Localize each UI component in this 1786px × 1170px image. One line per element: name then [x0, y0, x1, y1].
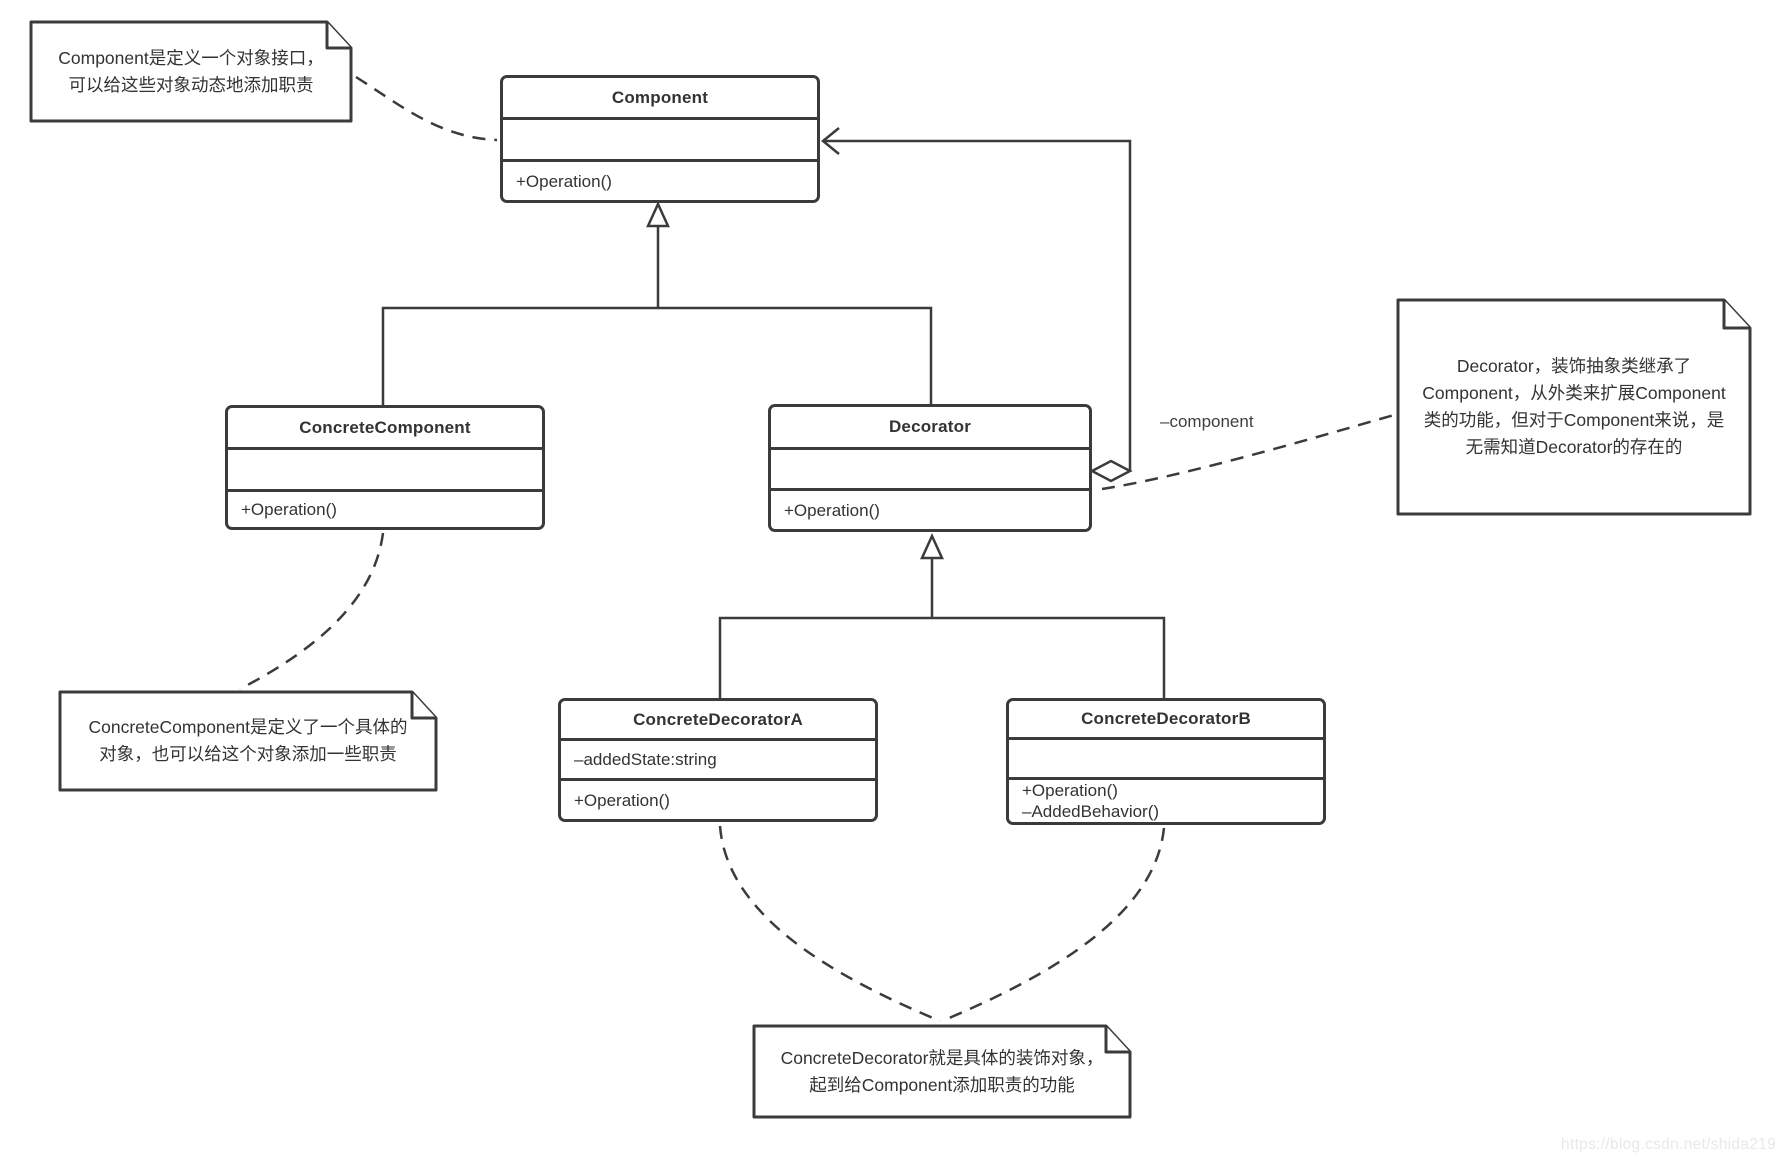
note-decorator[interactable]: Decorator，装饰抽象类继承了 Component，从外类来扩展Compo…	[1396, 298, 1752, 516]
class-concrete-decorator-b[interactable]: ConcreteDecoratorB +Operation() –AddedBe…	[1006, 698, 1326, 825]
generalization-to-decorator-connector[interactable]	[718, 532, 1166, 698]
association-decorator-component[interactable]	[821, 127, 1133, 483]
class-component-methods: +Operation()	[503, 159, 817, 200]
watermark-url: https://blog.csdn.net/shida219	[1561, 1136, 1776, 1153]
note-outline-icon	[752, 1024, 1132, 1119]
note-outline-icon	[1396, 298, 1752, 516]
note-line: 类的功能，但对于Component来说，是	[1423, 410, 1725, 430]
class-decorator-methods: +Operation()	[771, 488, 1089, 529]
class-concrete-decorator-b-attributes	[1009, 737, 1323, 777]
note-text: ConcreteDecorator就是具体的装饰对象， 起到给Component…	[752, 1024, 1132, 1119]
class-concrete-component-attributes	[228, 447, 542, 489]
note-link-component[interactable]	[355, 75, 498, 142]
method-label: +Operation()	[784, 500, 880, 520]
class-component-attributes	[503, 117, 817, 159]
class-decorator[interactable]: Decorator +Operation()	[768, 404, 1092, 532]
method-label: +Operation()	[574, 790, 670, 810]
generalization-triangle-icon	[646, 200, 670, 228]
class-component[interactable]: Component +Operation()	[500, 75, 820, 203]
note-line: Decorator，装饰抽象类继承了	[1456, 356, 1692, 376]
class-concrete-component-methods: +Operation()	[228, 489, 542, 527]
note-text: Component是定义一个对象接口， 可以给这些对象动态地添加职责	[29, 20, 353, 123]
generalization-triangle-icon	[920, 532, 944, 560]
class-concrete-component[interactable]: ConcreteComponent +Operation()	[225, 405, 545, 530]
association-role-label: –component	[1160, 412, 1254, 431]
note-line: 无需知道Decorator的存在的	[1465, 437, 1683, 457]
method-label: +Operation()	[241, 500, 337, 519]
note-outline-icon	[58, 690, 438, 792]
note-component[interactable]: Component是定义一个对象接口， 可以给这些对象动态地添加职责	[29, 20, 353, 123]
method-label: +Operation()	[1022, 781, 1118, 800]
note-link-decorator[interactable]	[1101, 413, 1395, 491]
class-component-name: Component	[611, 87, 709, 107]
class-concrete-decorator-a-methods: +Operation()	[561, 778, 875, 819]
aggregation-diamond-icon	[1089, 459, 1133, 483]
class-decorator-name: Decorator	[888, 417, 972, 436]
generalization-to-component-connector[interactable]	[381, 200, 933, 405]
note-text: Decorator，装饰抽象类继承了 Component，从外类来扩展Compo…	[1396, 298, 1752, 516]
class-concrete-decorator-a-name: ConcreteDecoratorA	[633, 709, 803, 729]
note-outline-icon	[29, 20, 353, 123]
class-concrete-component-name: ConcreteComponent	[299, 417, 471, 437]
note-concrete-component[interactable]: ConcreteComponent是定义了一个具体的 对象，也可以给这个对象添加…	[58, 690, 438, 792]
note-line: ConcreteDecorator就是具体的装饰对象，	[780, 1047, 1104, 1068]
note-line: 可以给这些对象动态地添加职责	[68, 74, 314, 95]
class-decorator-attributes	[771, 447, 1089, 488]
note-text: ConcreteComponent是定义了一个具体的 对象，也可以给这个对象添加…	[58, 690, 438, 792]
class-concrete-decorator-b-methods: +Operation() –AddedBehavior()	[1009, 777, 1323, 822]
note-concrete-decorator[interactable]: ConcreteDecorator就是具体的装饰对象， 起到给Component…	[752, 1024, 1132, 1119]
note-link-concrete-component[interactable]	[239, 532, 385, 691]
attribute-label: –addedState:string	[574, 750, 717, 769]
class-concrete-decorator-a[interactable]: ConcreteDecoratorA –addedState:string +O…	[558, 698, 878, 822]
note-link-concrete-decorator-b[interactable]	[941, 827, 1166, 1023]
class-concrete-decorator-a-attributes: –addedState:string	[561, 738, 875, 778]
note-line: Component，从外类来扩展Component	[1422, 383, 1726, 403]
note-line: Component是定义一个对象接口，	[58, 47, 324, 68]
open-arrowhead-icon	[821, 127, 840, 155]
note-link-concrete-decorator-a[interactable]	[718, 825, 941, 1023]
note-line: ConcreteComponent是定义了一个具体的	[88, 717, 408, 737]
note-line: 对象，也可以给这个对象添加一些职责	[99, 744, 397, 764]
class-concrete-decorator-b-name: ConcreteDecoratorB	[1081, 709, 1251, 728]
note-line: 起到给Component添加职责的功能	[809, 1074, 1075, 1095]
method-label: +Operation()	[516, 171, 612, 191]
method-label: –AddedBehavior()	[1022, 802, 1160, 821]
